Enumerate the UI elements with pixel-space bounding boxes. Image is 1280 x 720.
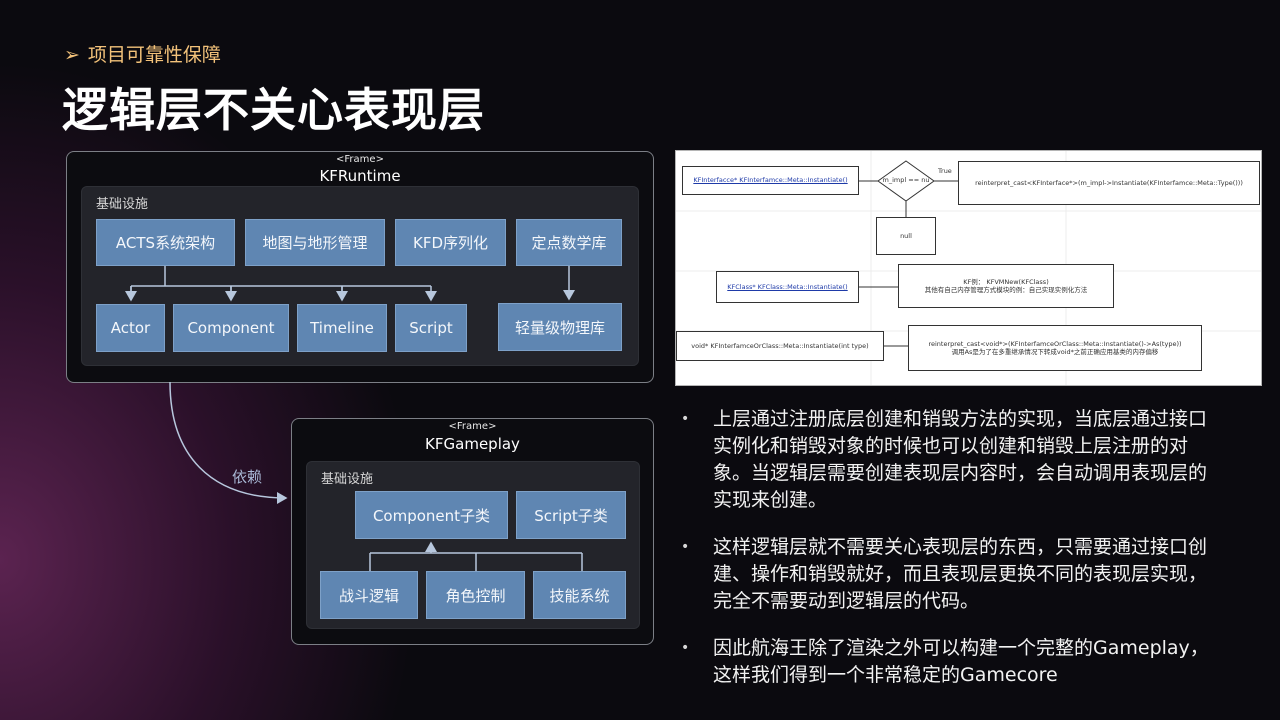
condition-text: m_impl == nu bbox=[882, 176, 930, 184]
bullet-marker: • bbox=[681, 411, 690, 427]
frame-tag: <Frame> bbox=[336, 154, 384, 165]
subclass-to-systems-line bbox=[369, 543, 583, 571]
frame-name: KFGameplay bbox=[425, 435, 520, 453]
section-label: ➢ 项目可靠性保障 bbox=[64, 40, 221, 67]
flow-node-interface-or-class: void* KFInterfamceOrClass::Meta::Instant… bbox=[676, 331, 884, 361]
flow-node-interface-instantiate: KFInterfacce* KFInterfamce::Meta::Instan… bbox=[682, 166, 859, 195]
timeline-box: Timeline bbox=[297, 304, 387, 352]
true-label: True bbox=[938, 167, 952, 175]
actor-box: Actor bbox=[96, 304, 165, 352]
fixed-math-box: 定点数学库 bbox=[516, 219, 622, 266]
kfd-serialize-box: KFD序列化 bbox=[395, 219, 506, 266]
acts-to-children-line bbox=[130, 266, 431, 300]
script-box: Script bbox=[395, 304, 467, 352]
bullet-item: • 因此航海王除了渲染之外可以构建一个完整的Gameplay，这样我们得到一个非… bbox=[681, 637, 1209, 686]
bullet-marker: • bbox=[681, 539, 690, 555]
battle-logic-box: 战斗逻辑 bbox=[320, 571, 418, 619]
acts-box: ACTS系统架构 bbox=[96, 219, 235, 266]
page-title: 逻辑层不关心表现层 bbox=[62, 83, 485, 137]
frame-name: KFRuntime bbox=[319, 167, 401, 185]
frame-tag: <Frame> bbox=[448, 421, 497, 432]
flow-node-reinterpret-void: reinterpret_cast<void*>(KFInterfamceOrCl… bbox=[908, 325, 1202, 371]
bullet-item: • 这样逻辑层就不需要关心表现层的东西，只需要通过接口创建、操作和销毁就好，而且… bbox=[681, 536, 1208, 612]
infra-label: 基础设施 bbox=[96, 197, 149, 212]
flow-node-class-instantiate: KFClass* KFClass::Meta::Instantiate() bbox=[716, 271, 859, 303]
script-subclass-box: Script子类 bbox=[516, 491, 626, 539]
dependency-curve bbox=[169, 381, 288, 504]
flowchart-screenshot: KFInterfacce* KFInterfamce::Meta::Instan… bbox=[675, 150, 1262, 386]
infra-label: 基础设施 bbox=[321, 472, 374, 487]
map-terrain-box: 地图与地形管理 bbox=[245, 219, 385, 266]
bullet-marker: • bbox=[681, 640, 690, 656]
flow-node-reinterpret: reinterpret_cast<KFInterface*>(m_impl->I… bbox=[958, 161, 1260, 205]
bullet-item: • 上层通过注册底层创建和销毁方法的实现，当底层通过接口实例化和销毁对象的时候也… bbox=[681, 408, 1208, 511]
flow-node-kfvmnew: KF例： KFVMNew(KFClass)其他有自己内存管理方式模块的例：自己实… bbox=[898, 264, 1114, 308]
section-label-text: 项目可靠性保障 bbox=[87, 44, 221, 66]
skill-system-box: 技能系统 bbox=[533, 571, 626, 619]
chevron-right-icon: ➢ bbox=[64, 44, 80, 66]
component-box: Component bbox=[173, 304, 289, 352]
flow-node-null: null bbox=[876, 217, 936, 255]
role-control-box: 角色控制 bbox=[426, 571, 525, 619]
physics-box: 轻量级物理库 bbox=[498, 303, 622, 351]
dependency-label: 依赖 bbox=[232, 468, 263, 486]
